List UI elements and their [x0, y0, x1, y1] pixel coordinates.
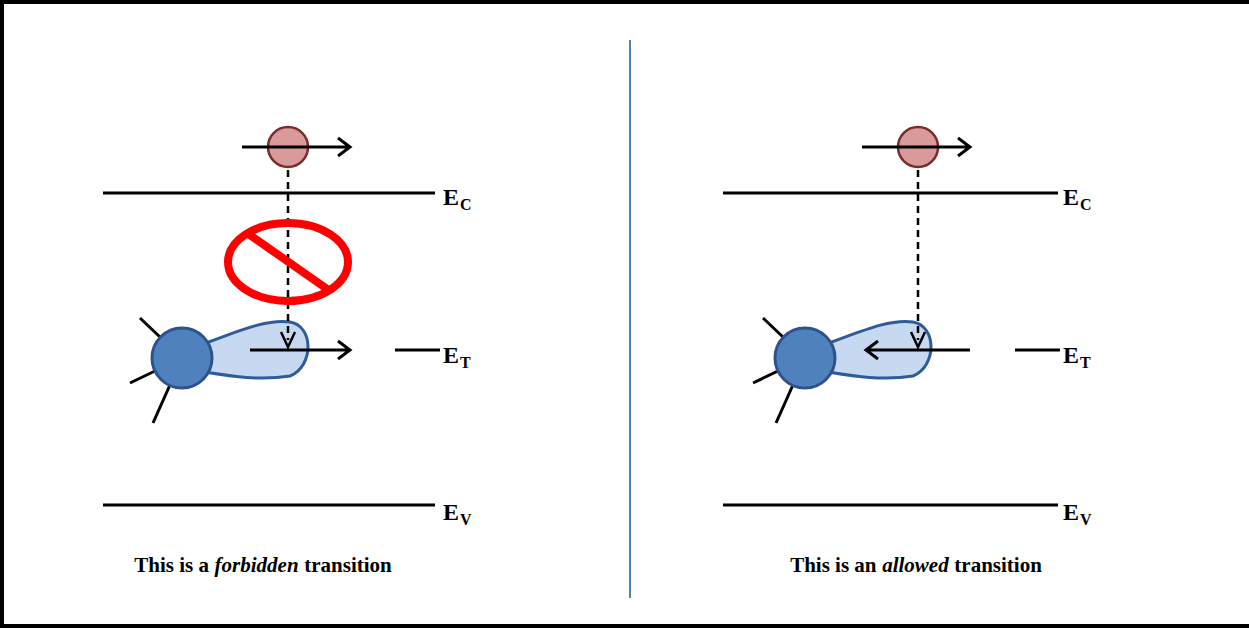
energy-symbol: E	[1063, 500, 1079, 524]
trap-level	[395, 349, 440, 352]
energy-symbol: E	[443, 343, 459, 367]
spin-arrow	[866, 341, 970, 359]
caption-line: This is aforbiddentransition	[134, 553, 392, 578]
left-panel	[103, 127, 440, 505]
energy-symbol: E	[443, 185, 459, 209]
energy-subscript: C	[460, 197, 472, 213]
valence-band-edge	[723, 504, 1058, 507]
defect-atom	[152, 328, 212, 388]
energy-symbol: E	[1063, 343, 1079, 367]
conduction-band-edge	[103, 192, 435, 195]
energy-subscript: T	[460, 355, 471, 371]
caption-text: forbidden	[215, 553, 299, 577]
energy-subscript: C	[1080, 197, 1092, 213]
spin-arrow	[242, 138, 350, 156]
caption-text: This is an	[790, 553, 876, 577]
spin-arrow	[862, 138, 970, 156]
caption-text: This is a	[134, 553, 209, 577]
transition-arrowhead	[281, 332, 295, 347]
caption-text: allowed	[882, 553, 949, 577]
valence-band-edge	[103, 504, 435, 507]
transition-arrow	[287, 170, 290, 340]
forbidden-sign	[228, 223, 348, 301]
energy-subscript: T	[1080, 355, 1091, 371]
energy-subscript: V	[460, 512, 472, 528]
energy-subscript: V	[1080, 512, 1092, 528]
caption-line: This is anallowedtransition	[790, 553, 1042, 578]
spin-arrow	[250, 341, 350, 359]
transition-arrowhead	[911, 332, 925, 347]
caption-text: transition	[304, 553, 392, 577]
defect-atom	[775, 328, 835, 388]
conduction-band-edge	[723, 192, 1058, 195]
right-panel	[723, 127, 1060, 505]
forbidden-slash	[247, 233, 330, 291]
trap-level	[1015, 349, 1060, 352]
panel-divider	[629, 40, 631, 598]
energy-symbol: E	[443, 500, 459, 524]
transition-arrow	[917, 170, 920, 340]
caption-text: transition	[954, 553, 1042, 577]
energy-symbol: E	[1063, 185, 1079, 209]
